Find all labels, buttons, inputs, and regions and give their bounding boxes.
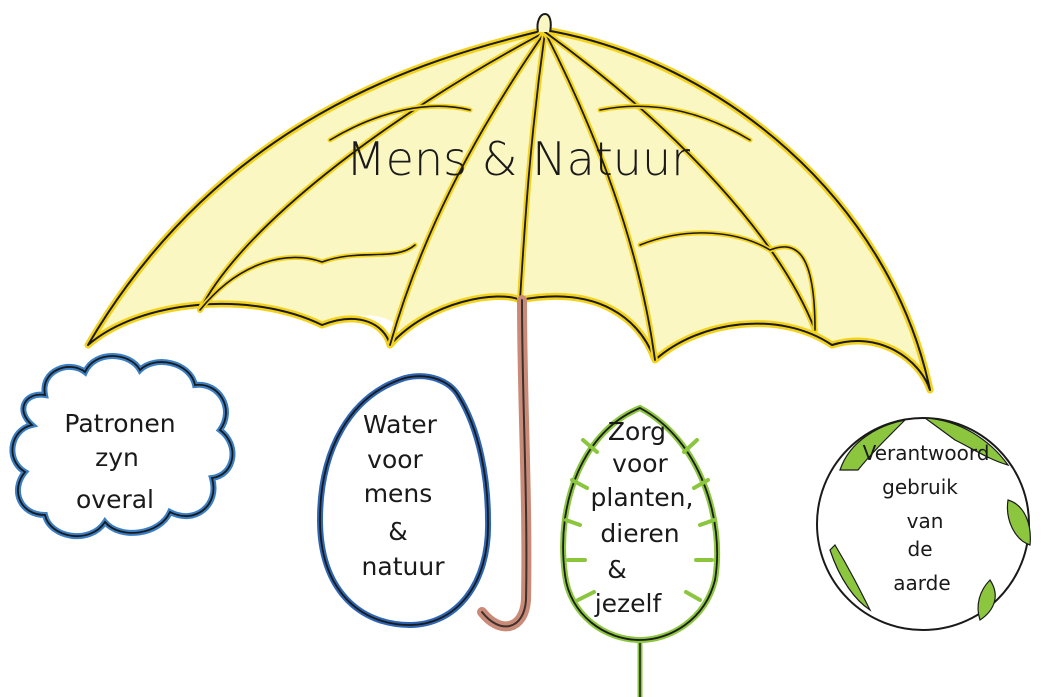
- theme-line: gebruik: [882, 475, 958, 499]
- theme-line: mens: [364, 479, 433, 508]
- theme-aarde: Verantwoord gebruik van de aarde: [816, 417, 1031, 631]
- theme-line: &: [388, 517, 408, 546]
- umbrella-handle-outline: [481, 299, 528, 628]
- theme-line: Water: [363, 410, 438, 439]
- theme-line: aarde: [893, 571, 950, 595]
- theme-line: voor: [612, 449, 668, 478]
- theme-line: dieren: [600, 519, 679, 548]
- theme-line: de: [908, 537, 933, 561]
- globe-continents: [829, 417, 1031, 621]
- theme-line: planten,: [591, 483, 694, 512]
- theme-line: van: [907, 509, 944, 533]
- leaf-veins: [564, 438, 716, 602]
- theme-line: jezelf: [594, 589, 663, 618]
- diagram-title: Mens & Natuur: [346, 132, 690, 186]
- canopy-ribs: [197, 29, 818, 363]
- theme-line: zyn: [95, 443, 139, 472]
- theme-line: &: [607, 555, 627, 584]
- theme-patronen: Patronen zyn overal: [9, 353, 236, 540]
- theme-line: Zorg: [608, 417, 666, 446]
- theme-line: overal: [76, 485, 154, 514]
- theme-water: Water voor mens & natuur: [316, 373, 492, 629]
- canopy-fill: [88, 30, 930, 390]
- umbrella-canopy: [84, 12, 934, 394]
- theme-line: Patronen: [64, 409, 175, 438]
- theme-line: voor: [367, 445, 423, 474]
- theme-line: Verantwoord: [863, 441, 990, 465]
- umbrella-tip: [536, 12, 552, 33]
- theme-zorg: Zorg voor planten, dieren & jezelf: [560, 404, 721, 697]
- umbrella-handle: [477, 295, 532, 632]
- theme-line: natuur: [362, 552, 446, 581]
